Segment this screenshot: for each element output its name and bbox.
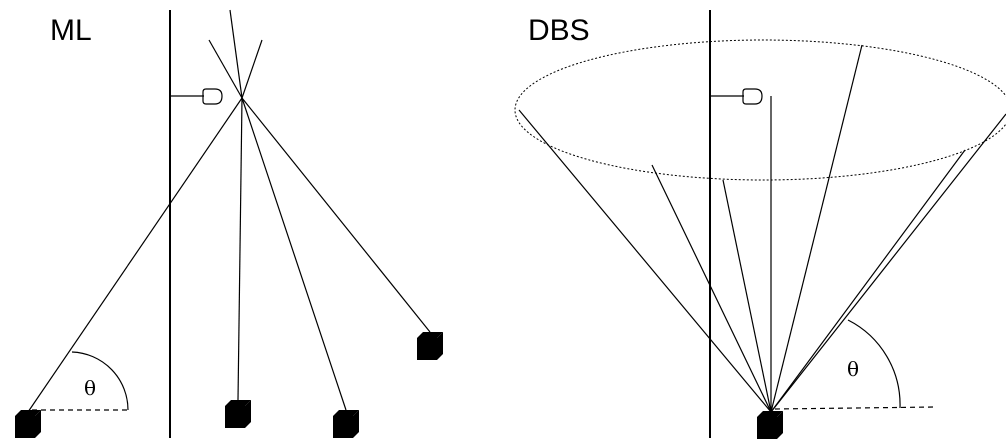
dbs-panel: DBS θ (514, 10, 1006, 439)
ml-ray-3 (241, 97, 347, 411)
ml-panel: ML θ (15, 9, 443, 438)
ml-node-4 (417, 332, 443, 360)
dbs-node (757, 411, 783, 439)
dbs-title: DBS (528, 14, 590, 47)
dbs-sensor (710, 88, 772, 412)
dbs-theta-label: θ (847, 357, 859, 381)
ml-sensor (170, 88, 223, 105)
ml-node-3 (333, 410, 359, 438)
dbs-cone-lines (518, 44, 1006, 413)
dbs-cone-edge-left (518, 109, 772, 413)
ml-theta-label: θ (84, 376, 96, 400)
ml-node-2 (225, 400, 251, 428)
ml-ray-1 (27, 97, 243, 413)
dbs-horizontal-reference (774, 406, 936, 410)
ml-convergence-lines (27, 9, 431, 413)
dbs-coverage-ellipse (514, 39, 1006, 181)
ml-node-1 (15, 410, 41, 438)
ml-title: ML (50, 14, 92, 47)
dbs-angle-arc (847, 319, 901, 409)
ml-angle-arc (71, 351, 129, 411)
ml-ray-2 (237, 97, 243, 401)
ml-ray-4 (241, 97, 431, 333)
dbs-cone-edge-right (770, 113, 1006, 413)
